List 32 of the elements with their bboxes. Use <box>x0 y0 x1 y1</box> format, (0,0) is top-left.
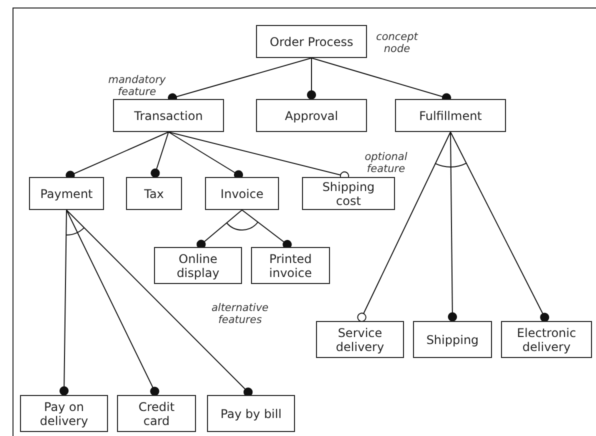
connector <box>306 58 316 100</box>
feature-box: Tax <box>126 177 182 210</box>
feature-box: Order Process <box>256 25 367 58</box>
feature-box: Payment <box>29 177 104 210</box>
feature-box: Electronic delivery <box>501 321 592 358</box>
annotation-note: optional feature <box>364 151 408 175</box>
feature-box: Shipping <box>413 321 492 358</box>
feature-box: Pay on delivery <box>20 395 108 432</box>
connector <box>66 210 253 397</box>
connector <box>59 210 69 396</box>
annotation-note: concept node <box>375 31 420 55</box>
connector <box>448 132 458 322</box>
feature-box: Pay by bill <box>207 395 295 432</box>
connector <box>168 132 244 180</box>
feature-box: Approval <box>256 99 367 132</box>
feature-box: Invoice <box>205 177 279 210</box>
annotation-note: alternative features <box>210 302 270 326</box>
feature-box: Fulfillment <box>395 99 506 132</box>
feature-box: Credit card <box>117 395 196 432</box>
connector <box>242 210 292 250</box>
connector <box>150 132 169 178</box>
connector <box>196 210 242 249</box>
annotation-note: mandatory feature <box>107 74 167 98</box>
connector <box>66 210 160 396</box>
feature-box: Transaction <box>113 99 224 132</box>
feature-box: Shipping cost <box>302 177 395 210</box>
connector <box>357 132 451 322</box>
feature-box: Online display <box>154 247 242 284</box>
connector <box>66 132 169 180</box>
connector <box>450 132 550 322</box>
feature-box: Service delivery <box>316 321 404 358</box>
feature-box: Printed invoice <box>251 247 330 284</box>
